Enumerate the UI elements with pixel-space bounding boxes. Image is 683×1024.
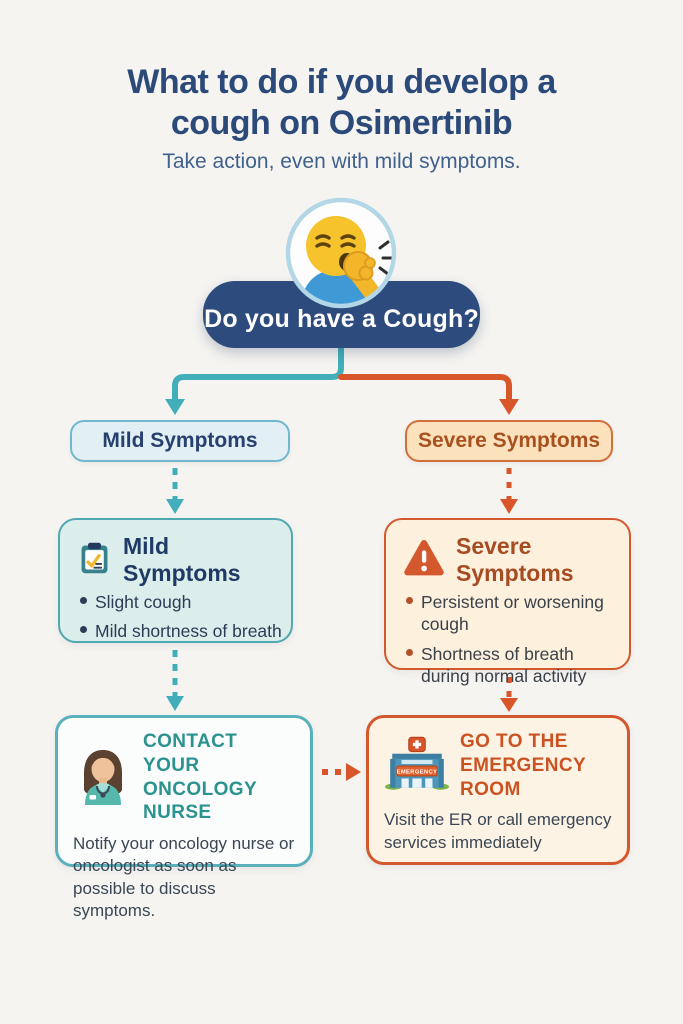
list-item: Mild shortness of breath xyxy=(78,620,291,642)
mild-symptoms-card: Mild Symptoms Slight cough Mild shortnes… xyxy=(58,518,293,643)
severe-label-to-card-arrow xyxy=(500,468,518,514)
severe-card-title: Severe Symptoms xyxy=(456,533,574,586)
hospital-emergency-icon: EMERGENCY xyxy=(384,734,450,797)
nurse-to-er-arrow xyxy=(322,763,361,781)
page-title-line2: cough on Osimertinib xyxy=(170,103,513,142)
decision-question: Do you have a Cough? xyxy=(204,304,479,333)
emergency-sign-text: EMERGENCY xyxy=(397,769,438,775)
severe-symptoms-card: Severe Symptoms Persistent or worsening … xyxy=(384,518,631,686)
contact-nurse-title-line2: ONCOLOGY NURSE xyxy=(143,778,257,824)
mild-symptom-list: Slight cough Mild shortness of breath xyxy=(78,591,291,643)
clipboard-check-icon xyxy=(76,539,113,581)
contact-nurse-title: CONTACT YOUR ONCOLOGY NURSE xyxy=(143,730,296,825)
emergency-room-title: GO TO THE EMERGENCY ROOM xyxy=(460,730,613,801)
coughing-face-emoji-icon xyxy=(284,196,398,310)
mild-branch-label: Mild Symptoms xyxy=(70,420,290,462)
emergency-room-card: EMERGENCY GO TO THE EMERGENCY ROOM Visit… xyxy=(366,715,630,865)
list-item: Slight cough xyxy=(78,591,291,613)
mild-branch-connector xyxy=(165,345,344,415)
contact-nurse-body: Notify your oncology nurse or oncologist… xyxy=(73,834,295,921)
severe-branch-label-text: Severe Symptoms xyxy=(417,429,601,452)
mild-card-title: Mild Symptoms xyxy=(123,533,241,586)
list-item: Persistent or worsening cough xyxy=(404,591,617,636)
severe-branch-label: Severe Symptoms xyxy=(405,420,613,462)
emergency-room-title-line1: GO TO THE xyxy=(460,731,568,752)
severe-arrowhead-icon xyxy=(499,399,519,415)
page-subtitle: Take action, even with mild symptoms. xyxy=(162,150,521,173)
contact-nurse-card: CONTACT YOUR ONCOLOGY NURSE Notify your … xyxy=(55,715,313,920)
warning-triangle-icon xyxy=(402,538,446,583)
emergency-room-title-line2: EMERGENCY ROOM xyxy=(460,754,586,800)
emergency-room-body: Visit the ER or call emergency services … xyxy=(384,810,612,852)
list-item: Shortness of breath during normal activi… xyxy=(404,643,617,688)
severe-symptom-list: Persistent or worsening cough Shortness … xyxy=(404,591,629,688)
nurse-icon xyxy=(73,745,133,810)
mild-label-to-card-arrow xyxy=(166,468,184,514)
severe-branch-connector xyxy=(338,374,519,415)
page-title-line1: What to do if you develop a xyxy=(127,63,556,101)
mild-branch-label-text: Mild Symptoms xyxy=(102,429,258,452)
page-title: What to do if you develop a cough on Osi… xyxy=(0,62,683,144)
mild-arrowhead-icon xyxy=(165,399,185,415)
mild-card-to-action-arrow xyxy=(166,650,184,711)
contact-nurse-title-line1: CONTACT YOUR xyxy=(143,731,238,776)
